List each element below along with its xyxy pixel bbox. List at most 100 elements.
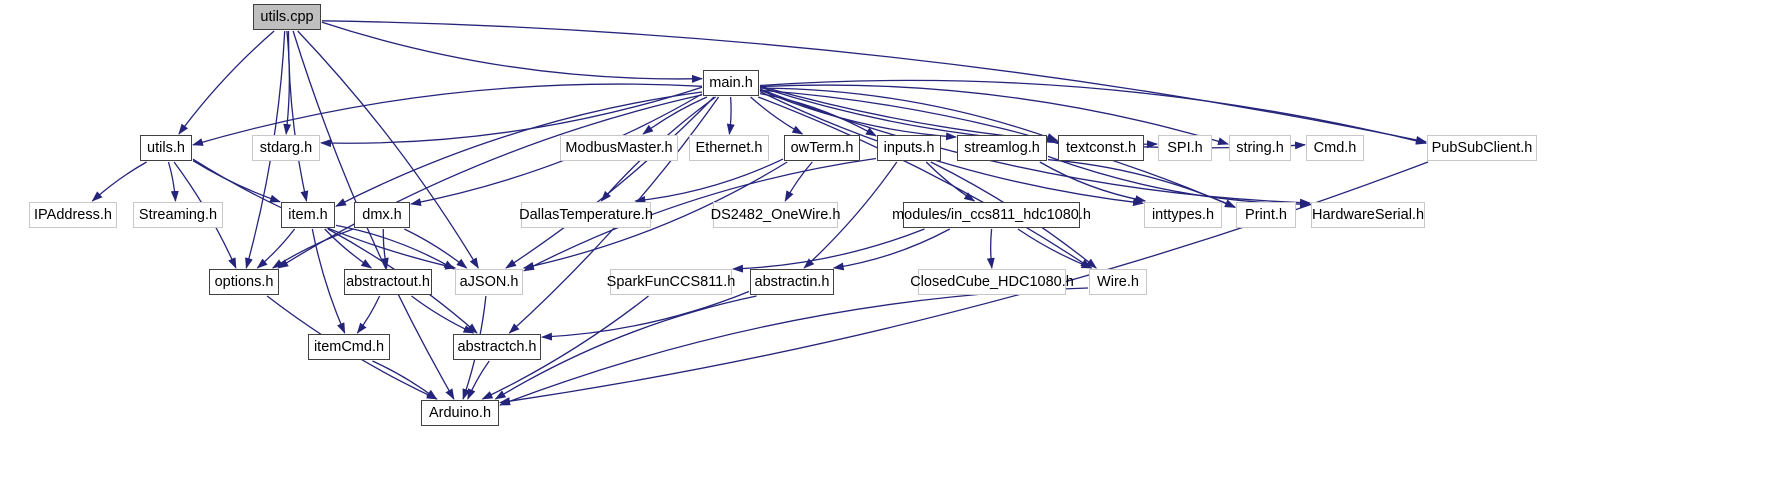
graph-edge-item-h-to-options-h (256, 228, 296, 269)
graph-node-itemcmd-h[interactable]: itemCmd.h (308, 334, 390, 360)
graph-edge-main-h-to-item-h (335, 91, 703, 207)
graph-node-main-h[interactable]: main.h (703, 70, 759, 96)
graph-edge-sparkfunccs-h-to-arduino-h (481, 295, 649, 400)
graph-node-label: utils.cpp (260, 9, 314, 25)
graph-edge-abstractout-h-to-abstractch-h (411, 295, 475, 334)
graph-node-label: item.h (288, 207, 328, 223)
graph-edge-item-h-to-ajson-h (335, 224, 455, 270)
graph-edge-inputs-h-to-modules-ccs-h (925, 161, 976, 202)
graph-edge-main-h-to-string-h (759, 84, 1229, 146)
graph-node-label: options.h (214, 274, 274, 290)
graph-node-arduino-h[interactable]: Arduino.h (421, 400, 499, 426)
graph-edge-main-h-to-modbusmaster-h (642, 96, 708, 135)
graph-node-modbusmaster-h[interactable]: ModbusMaster.h (560, 135, 678, 161)
graph-node-stdarg-h[interactable]: stdarg.h (252, 135, 320, 161)
graph-node-label: IPAddress.h (34, 207, 112, 223)
graph-edge-modules-ccs-h-to-closedcube-h (986, 228, 995, 269)
graph-edge-main-h-to-hardwareserial-h (759, 88, 1311, 207)
graph-node-sparkfunccs-h[interactable]: SparkFunCCS811.h (607, 269, 735, 295)
graph-node-print-h[interactable]: Print.h (1236, 202, 1296, 228)
graph-node-pubsubclient-h[interactable]: PubSubClient.h (1427, 135, 1537, 161)
graph-edge-main-h-to-inttypes-h (759, 90, 1144, 207)
graph-edge-main-h-to-print-h (759, 89, 1236, 208)
graph-node-hardwareserial-h[interactable]: HardwareSerial.h (1311, 202, 1425, 228)
graph-node-label: SPI.h (1167, 140, 1203, 156)
graph-node-utils-h[interactable]: utils.h (140, 135, 192, 161)
graph-node-label: Arduino.h (428, 405, 492, 421)
graph-node-abstractch-h[interactable]: abstractch.h (453, 334, 541, 360)
graph-edge-main-h-to-ethernet-h (726, 96, 735, 135)
graph-node-ipaddress-h[interactable]: IPAddress.h (29, 202, 117, 228)
graph-edge-utils-cpp-to-pubsubclient-h (321, 20, 1427, 144)
graph-edge-abstractout-h-to-itemcmd-h (356, 295, 381, 334)
graph-node-label: DallasTemperature.h (519, 207, 653, 223)
graph-edge-owterm-h-to-ajson-h (522, 161, 788, 270)
graph-node-cmd-h[interactable]: Cmd.h (1306, 135, 1364, 161)
graph-edge-utils-h-to-ipaddress-h (91, 161, 147, 202)
graph-node-item-h[interactable]: item.h (281, 202, 335, 228)
graph-node-label: stdarg.h (259, 140, 313, 156)
graph-node-label: textconst.h (1065, 140, 1137, 156)
graph-node-label: abstractout.h (346, 274, 430, 290)
graph-edge-inputs-h-to-abstractin-h (803, 161, 898, 269)
graph-edge-streamlog-h-to-inttypes-h (1039, 161, 1147, 204)
graph-node-label: abstractin.h (754, 274, 830, 290)
graph-node-label: inttypes.h (1151, 207, 1215, 223)
graph-node-abstractout-h[interactable]: abstractout.h (344, 269, 432, 295)
graph-edge-abstractin-h-to-abstractch-h (541, 290, 750, 341)
graph-node-label: ClosedCube_HDC1080.h (910, 274, 1074, 290)
graph-edge-modules-ccs-h-to-abstractin-h (832, 228, 951, 271)
graph-node-ds2482-h[interactable]: DS2482_OneWire.h (711, 202, 840, 228)
graph-node-string-h[interactable]: string.h (1229, 135, 1291, 161)
graph-node-closedcube-h[interactable]: ClosedCube_HDC1080.h (910, 269, 1074, 295)
graph-node-textconst-h[interactable]: textconst.h (1058, 135, 1144, 161)
graph-edge-utils-cpp-to-main-h (321, 21, 703, 83)
graph-node-ajson-h[interactable]: aJSON.h (455, 269, 523, 295)
graph-node-options-h[interactable]: options.h (209, 269, 279, 295)
graph-node-label: dmx.h (362, 207, 402, 223)
graph-node-dmx-h[interactable]: dmx.h (354, 202, 410, 228)
graph-edge-item-h-to-abstractout-h (324, 228, 373, 269)
graph-edge-main-h-to-options-h (277, 94, 703, 269)
graph-node-utils-cpp[interactable]: utils.cpp (253, 4, 321, 30)
graph-edge-utils-h-to-streaming-h (167, 161, 179, 202)
graph-edge-item-h-to-itemcmd-h (311, 228, 346, 334)
graph-node-label: PubSubClient.h (1431, 140, 1533, 156)
graph-edge-dmx-h-to-ajson-h (404, 228, 468, 269)
graph-edge-main-h-to-owterm-h (750, 96, 804, 135)
graph-node-streamlog-h[interactable]: streamlog.h (957, 135, 1047, 161)
graph-edge-main-h-to-utils-h (192, 83, 703, 146)
graph-node-label: itemCmd.h (313, 339, 385, 355)
graph-node-label: aJSON.h (459, 274, 519, 290)
graph-node-label: abstractch.h (457, 339, 537, 355)
graph-node-inttypes-h[interactable]: inttypes.h (1144, 202, 1222, 228)
graph-node-inputs-h[interactable]: inputs.h (877, 135, 941, 161)
graph-node-abstractin-h[interactable]: abstractin.h (750, 269, 834, 295)
graph-node-label: Cmd.h (1313, 140, 1357, 156)
graph-node-label: modules/in_ccs811_hdc1080.h (892, 207, 1091, 223)
graph-edge-main-h-to-wire-h (757, 96, 1092, 269)
graph-edge-wire-h-to-arduino-h (499, 287, 1089, 406)
graph-edge-main-h-to-inputs-h (759, 92, 877, 137)
graph-edge-utils-cpp-to-utils-h (178, 30, 275, 135)
graph-node-ethernet-h[interactable]: Ethernet.h (689, 135, 769, 161)
graph-edge-abstractin-h-to-arduino-h (494, 295, 757, 400)
graph-edge-itemcmd-h-to-arduino-h (372, 360, 438, 400)
graph-edge-utils-cpp-to-item-h (287, 30, 309, 202)
graph-edge-abstractch-h-to-arduino-h (467, 360, 490, 400)
graph-node-label: Streaming.h (138, 207, 218, 223)
graph-edge-dmx-h-to-abstractout-h (380, 228, 389, 269)
graph-node-streaming-h[interactable]: Streaming.h (133, 202, 223, 228)
graph-node-label: owTerm.h (790, 140, 854, 156)
graph-node-owterm-h[interactable]: owTerm.h (784, 135, 860, 161)
graph-node-label: string.h (1236, 140, 1284, 156)
graph-node-dallastemp-h[interactable]: DallasTemperature.h (519, 202, 653, 228)
graph-node-label: streamlog.h (964, 140, 1040, 156)
graph-node-wire-h[interactable]: Wire.h (1089, 269, 1147, 295)
graph-node-modules-ccs-h[interactable]: modules/in_ccs811_hdc1080.h (892, 202, 1091, 228)
graph-edge-main-h-to-dmx-h (410, 93, 703, 207)
graph-edge-owterm-h-to-ds2482-h (784, 161, 813, 202)
graph-edge-dmx-h-to-options-h (271, 228, 354, 269)
graph-node-spi-h[interactable]: SPI.h (1158, 135, 1212, 161)
